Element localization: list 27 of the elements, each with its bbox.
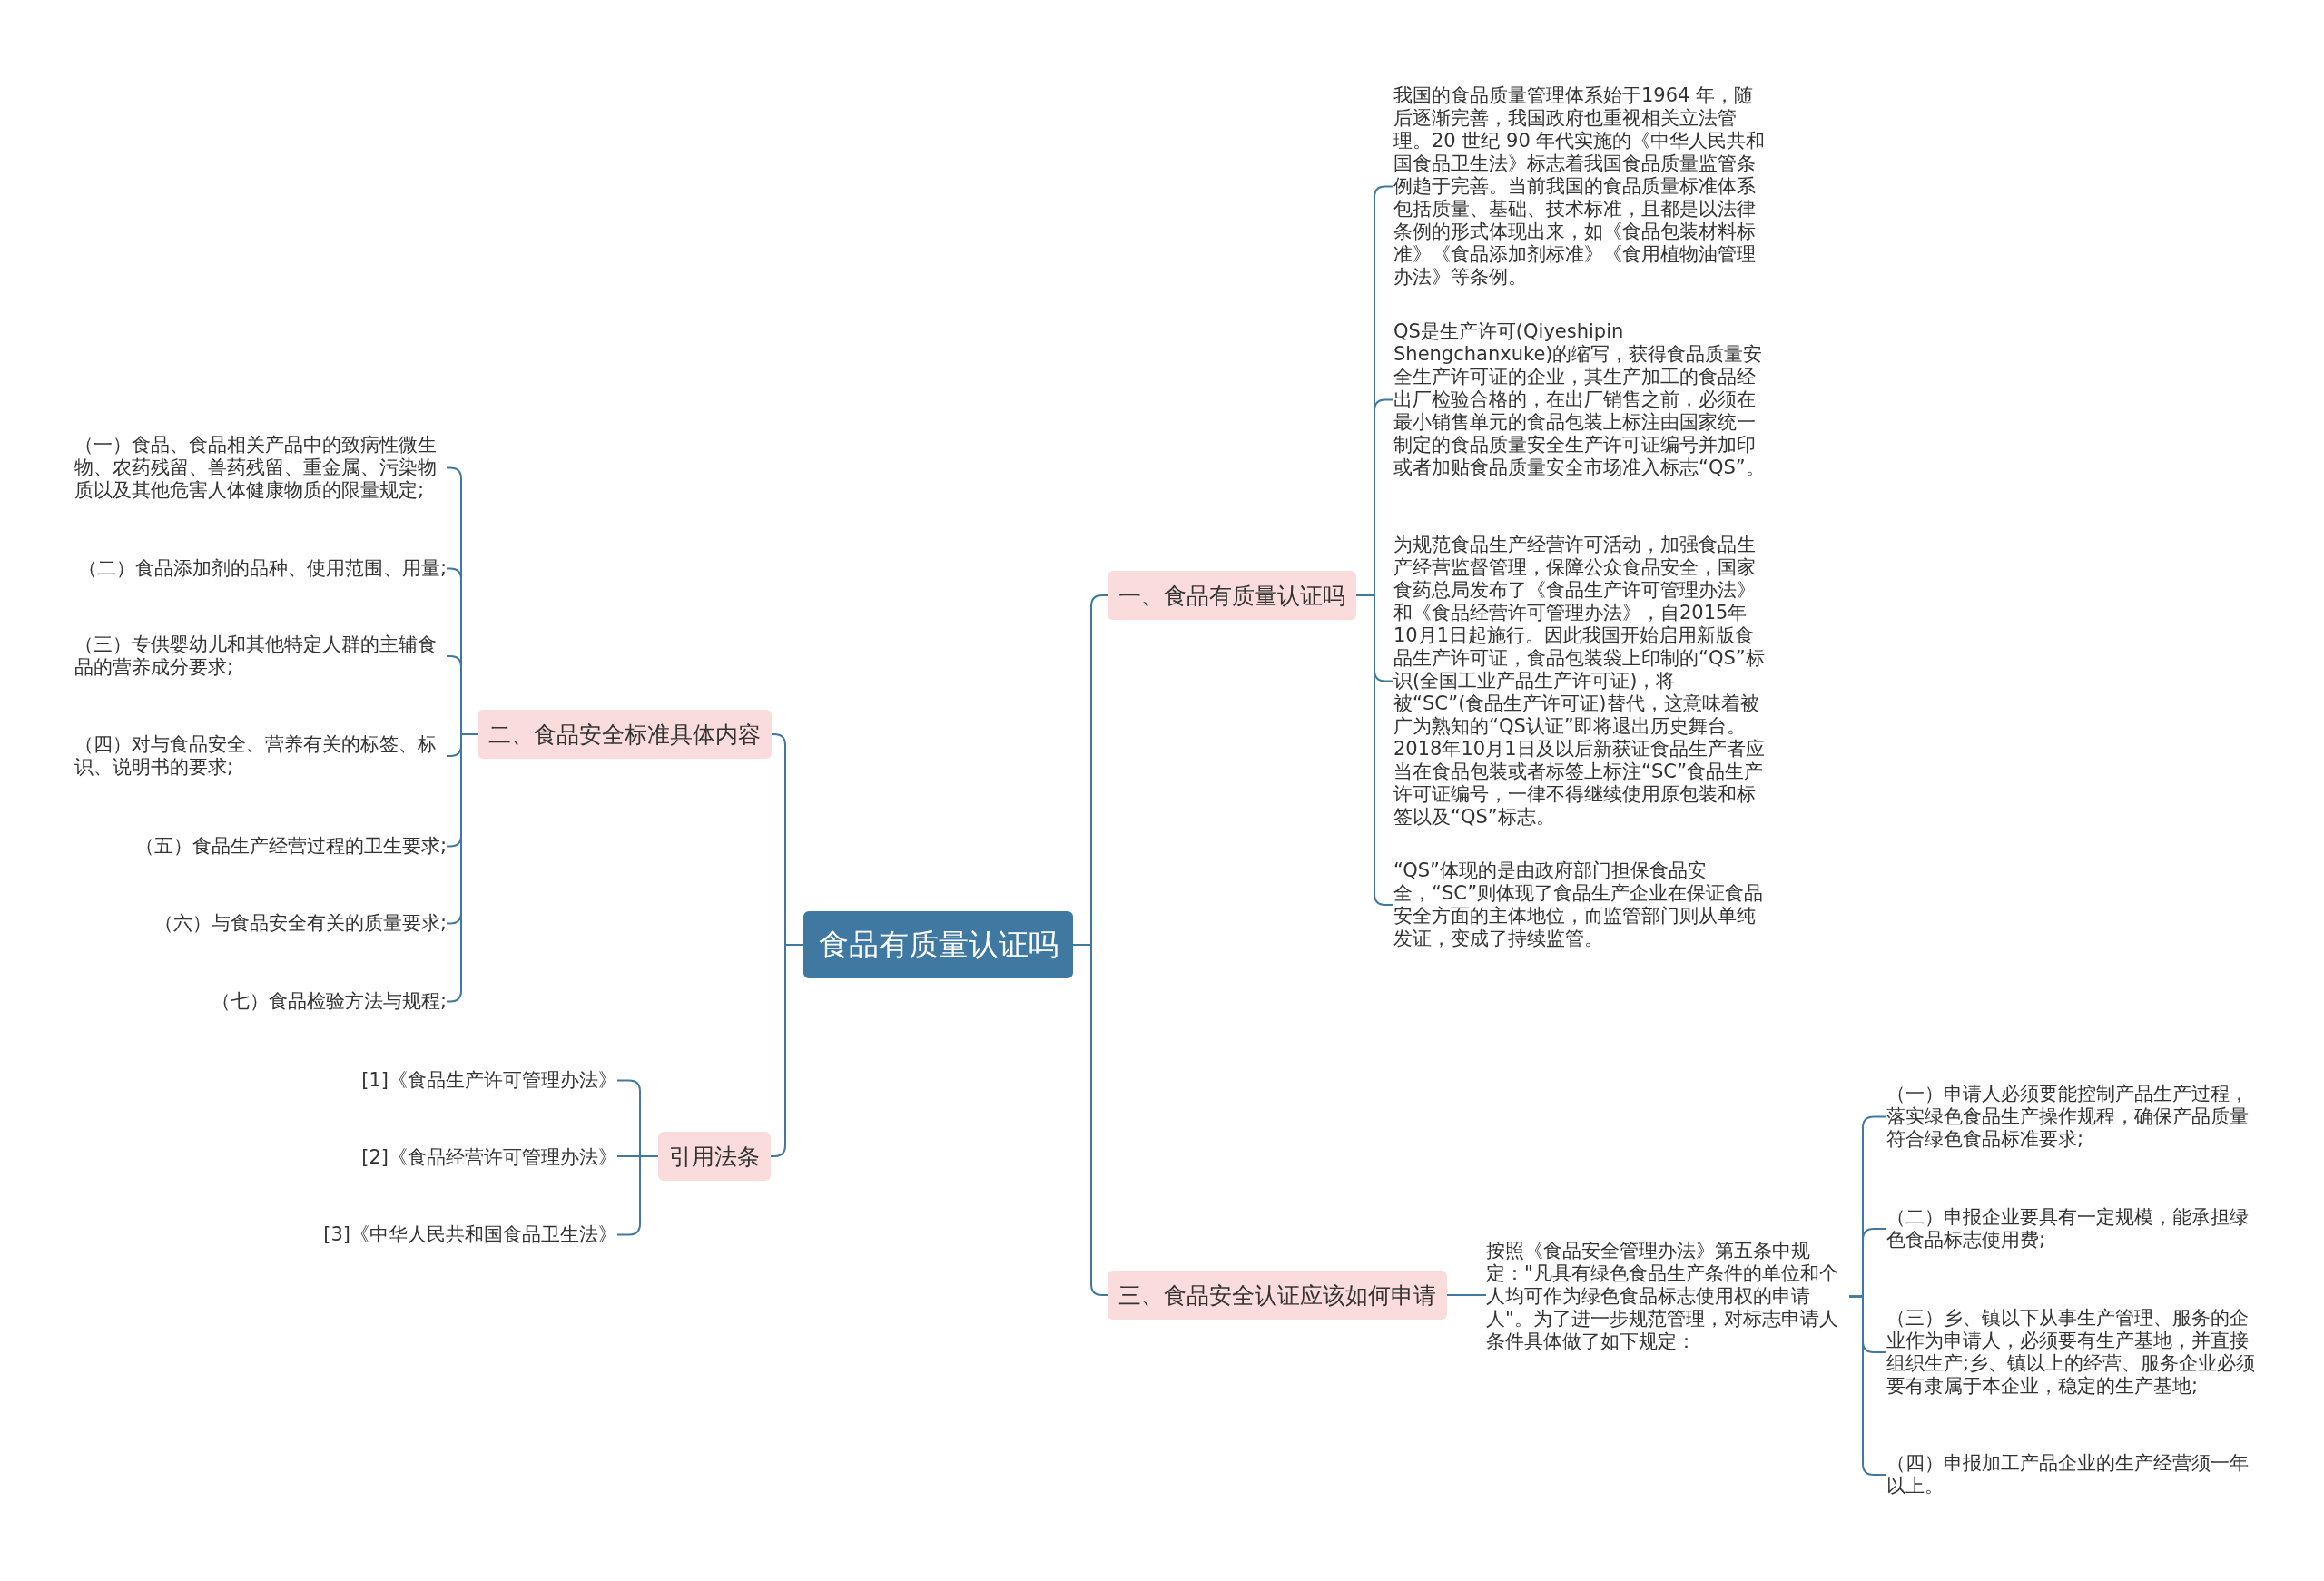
topic-text: （一）申请人必须要能控制产品生产过程，落实绿色食品生产操作规程，确保产品质量符合绿色食品标准要求; [1886, 1083, 2259, 1151]
topic-text: （一）食品、食品相关产品中的致病性微生物、农药残留、兽药残留、重金属、污染物质以及其他危害人体健康物质的限量规定; [74, 434, 447, 502]
topic-text: 我国的食品质量管理体系始于1964 年，随后逐渐完善，我国政府也重视相关立法管理。20 世纪 90 年代实施的《中华人民共和国食品卫生法》标志着我国食品质量监管条例趋于完善。当前我国的食品质量标准体系包括质量、基础、技术标准，且都是以法律条例的形式体现出来，如《食品包装材料标准》《食品添加剂标准》《食用植物油管理办法》等条例。 [1393, 84, 1766, 289]
topic-text: 为规范食品生产经营许可活动，加强食品生产经营监督管理，保障公众食品安全，国家食药总局发布了《食品生产许可管理办法》和《食品经营许可管理办法》，自2015年10月1日起施行。因此我国开始启用新版食品生产许可证，食品包装袋上印制的“QS”标识(全国工业产品生产许可证)，将被“SC”(食品生产许可证)替代，这意味着被广为熟知的“QS认证”即将退出历史舞台。2018年10月1日及以后新获证食品生产者应当在食品包装或者标签上标注“SC”食品生产许可证编号，一律不得继续使用原包装和标签以及“QS”标志。 [1393, 534, 1766, 829]
topic-text: （三）乡、镇以下从事生产管理、服务的企业作为申请人，必须要有生产基地，并直接组织生产;乡、镇以上的经营、服务企业必须要有隶属于本企业，稳定的生产基地; [1886, 1307, 2259, 1398]
topic-text: （五）食品生产经营过程的卫生要求; [134, 835, 447, 858]
topic-text: [2]《食品经营许可管理办法》 [361, 1146, 617, 1169]
topic-box: 一、食品有质量认证吗 [1108, 571, 1356, 620]
topic-text: （二）食品添加剂的品种、使用范围、用量; [77, 557, 447, 580]
topic-box: 二、食品安全标准具体内容 [478, 710, 772, 759]
topic-text: （七）食品检验方法与规程; [211, 990, 447, 1013]
topic-box: 三、食品安全认证应该如何申请 [1108, 1271, 1447, 1320]
topic-text: （四）申报加工产品企业的生产经营须一年以上。 [1886, 1452, 2259, 1498]
topic-text: [3]《中华人民共和国食品卫生法》 [323, 1223, 617, 1246]
topic-box: 引用法条 [658, 1132, 771, 1181]
connector-line [1355, 594, 1394, 906]
topic-text: [1]《食品生产许可管理办法》 [361, 1069, 617, 1092]
topic-text: （六）与食品安全有关的质量要求; [153, 912, 447, 935]
topic-text: （四）对与食品安全、营养有关的标签、标识、说明书的要求; [74, 733, 447, 779]
central-topic-box: 食品有质量认证吗 [803, 911, 1073, 978]
topic-text: （二）申报企业要具有一定规模，能承担绿色食品标志使用费; [1886, 1206, 2259, 1252]
connector-line [1446, 1294, 1487, 1296]
connector-line [446, 733, 478, 1003]
topic-text: （三）专供婴幼儿和其他特定人群的主辅食品的营养成分要求; [74, 633, 447, 679]
topic-text: 按照《食品安全管理办法》第五条中规定："凡具有绿色食品生产条件的单位和个人均可作为绿色食品标志使用权的申请人"。为了进一步规范管理，对标志申请人条件具体做了如下规定： [1486, 1240, 1849, 1353]
topic-text: “QS”体现的是由政府部门担保食品安全，“SC”则体现了食品生产企业在保证食品安全方面的主体地位，而监管部门则从单纯发证，变成了持续监管。 [1393, 859, 1766, 950]
topic-text: QS是生产许可(Qiyeshipin Shengchanxuke)的缩写，获得食品质量安全生产许可证的企业，其生产加工的食品经出厂检验合格的，在出厂销售之前，必须在最小销售单元的食品包装上标注由国家统一制定的食品质量安全生产许可证编号并加印或者加贴食品质量安全市场准入标志“QS”。 [1393, 320, 1766, 479]
